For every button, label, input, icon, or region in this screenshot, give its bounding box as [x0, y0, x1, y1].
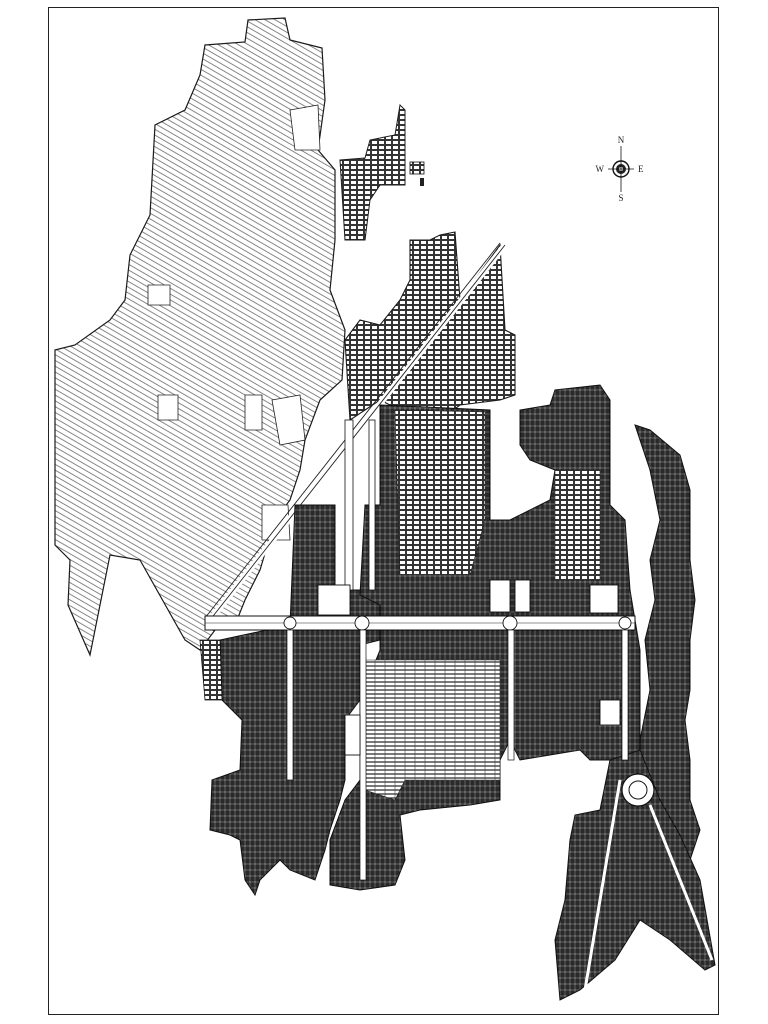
map-frame — [48, 7, 719, 1015]
central-diagonal-sector — [344, 231, 516, 421]
compass-south-label: S — [618, 193, 623, 203]
northwest-sector — [54, 17, 346, 657]
compass-north-label: N — [618, 135, 625, 145]
compass-west-label: W — [596, 164, 605, 174]
compass-east-label: E — [638, 164, 644, 174]
compass-rose-icon: N S E W — [596, 135, 645, 203]
north-cluster — [339, 103, 406, 241]
east-strip-sector — [634, 424, 701, 861]
